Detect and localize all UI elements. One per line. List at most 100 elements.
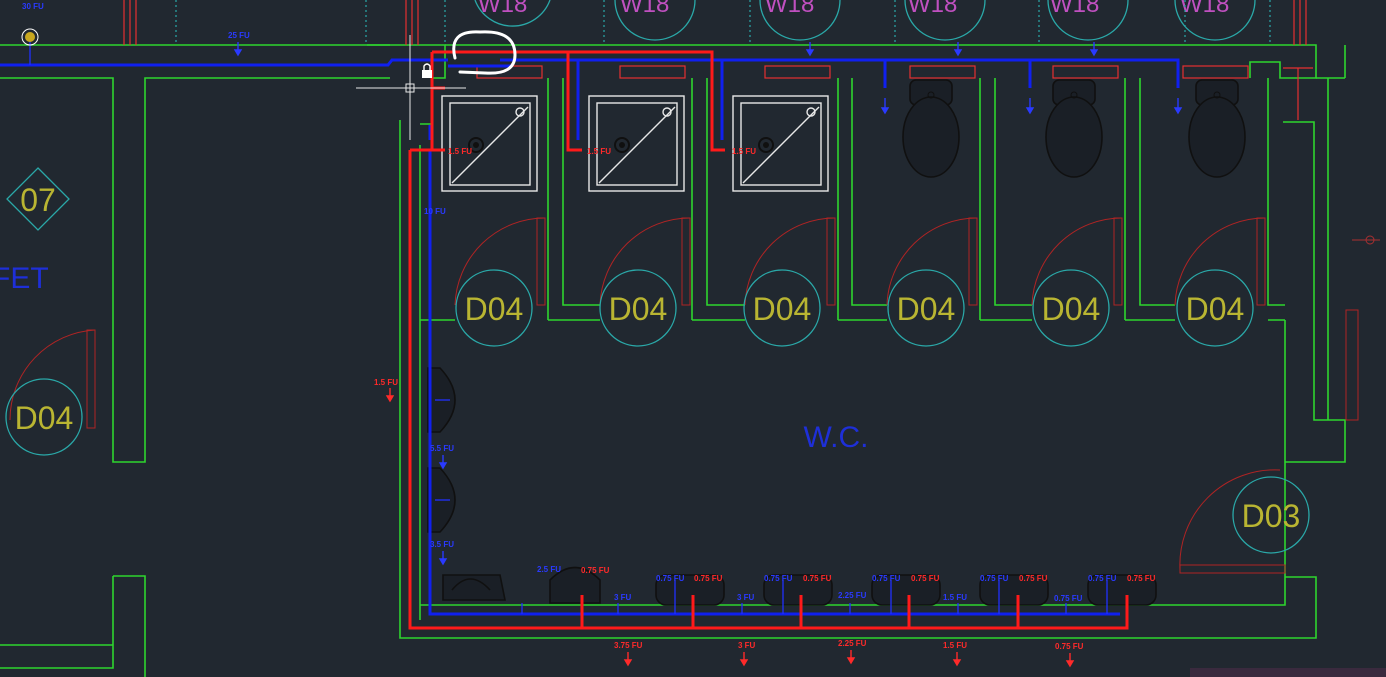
fixture-unit-label: 3 FU [738, 641, 756, 650]
fixture-unit-label: 10 FU [424, 207, 446, 216]
fixture-unit-label: 1.5 FU [732, 147, 756, 156]
hot-water-pipes [408, 50, 1313, 630]
door-tag-d04: D04 [5, 378, 83, 456]
door-tag-d04: D04 [599, 269, 677, 347]
door-tag-d04: D04 [455, 269, 533, 347]
fixture-unit-label: 3 FU [737, 593, 755, 602]
washbasins [549, 566, 1157, 606]
room-label-wc: W.C. [804, 421, 869, 454]
fixture-unit-label: 3.75 FU [614, 641, 643, 650]
window-dotted-lines [175, 0, 1271, 45]
fixture-unit-label: 0.75 FU [911, 574, 940, 583]
fixture-unit-label: 3.5 FU [430, 540, 454, 549]
toilet-1 [902, 79, 960, 178]
fixture-unit-label: 1.5 FU [943, 593, 967, 602]
fixture-units-cold: 25 FU 30 FU 10 FU 5.5 FU 3.5 FU 2.5 FU 0.75 FU… [22, 2, 1117, 603]
vent-markers [123, 0, 1307, 79]
door-tag-d03: D03 [1232, 476, 1310, 554]
fixture-unit-label: 5.5 FU [430, 444, 454, 453]
window-tag-2 [614, 0, 696, 41]
fixture-unit-label: 0.75 FU [656, 574, 685, 583]
window-tags: W18 W18 W18 W18 W18 W18 [474, 0, 1256, 41]
fixture-unit-label: 1.5 FU [448, 147, 472, 156]
grid-bubble-label: 07 [20, 182, 56, 218]
fixture-unit-label: 0.75 FU [980, 574, 1009, 583]
window-tag-6 [1174, 0, 1256, 41]
shower-1 [441, 95, 538, 192]
fixture-unit-label: 2.25 FU [838, 639, 867, 648]
markup-scribble [452, 30, 517, 75]
walls [0, 44, 1346, 677]
toilets [902, 79, 1246, 178]
grid-bubble: 07 [6, 167, 70, 231]
fixture-unit-label: 2.5 FU [537, 565, 561, 574]
door-tag-d04: D04 [1032, 269, 1110, 347]
fixture-unit-label: 3 FU [614, 593, 632, 602]
door-tag-label: D04 [1186, 291, 1245, 327]
room-label-partial: FET [0, 262, 49, 295]
lock-icon [422, 63, 432, 78]
door-tag-label: D04 [753, 291, 812, 327]
door-tag-circle [887, 269, 965, 347]
window-label: W18 [1180, 0, 1229, 18]
fixture-unit-label: 0.75 FU [803, 574, 832, 583]
crosshair-cursor [356, 35, 466, 140]
fixture-unit-label: 0.75 FU [581, 566, 610, 575]
door-tag-circle [5, 378, 83, 456]
shower-3 [732, 95, 829, 192]
toilet-3 [1188, 79, 1246, 178]
fixture-unit-label: 25 FU [228, 31, 250, 40]
right-edge-markings [1352, 235, 1380, 245]
door-tag-circle [1176, 269, 1254, 347]
flow-arrows [233, 42, 1183, 668]
window-label: W18 [1050, 0, 1099, 18]
cold-water-pipes [0, 40, 1180, 616]
fixture-unit-label: 0.75 FU [1088, 574, 1117, 583]
window-label: W18 [908, 0, 957, 18]
door-tag-d04: D04 [1176, 269, 1254, 347]
window-tag-1 [474, 0, 551, 27]
window-label: W18 [620, 0, 669, 18]
window-tag-4 [904, 0, 986, 41]
fixture-unit-label: 0.75 FU [1055, 642, 1084, 651]
fixture-units-hot: 1.5 FU 3.75 FU 3 FU 2.25 FU 1.5 FU 0.75 FU 0.7… [374, 147, 1156, 651]
urinals [427, 367, 506, 601]
riser-marker [21, 28, 39, 46]
window-label: W18 [765, 0, 814, 18]
door-tag-circle [1032, 269, 1110, 347]
fixture-unit-label: 0.75 FU [1127, 574, 1156, 583]
door-tag-circle [1232, 476, 1310, 554]
fixture-unit-label: 0.75 FU [1019, 574, 1048, 583]
door-tag-label: D04 [1042, 291, 1101, 327]
door-tag-circle [455, 269, 533, 347]
toilet-2 [1045, 79, 1103, 178]
window-tag-3 [759, 0, 841, 41]
grid-bubble-diamond [6, 167, 70, 231]
door-tag-d04: D04 [887, 269, 965, 347]
fixture-unit-label: 1.5 FU [374, 378, 398, 387]
fixture-unit-label: 1.5 FU [943, 641, 967, 650]
shower-2 [588, 95, 685, 192]
window-tag-5 [1047, 0, 1129, 41]
door-tag-d04: D04 [743, 269, 821, 347]
fixture-unit-label: 0.75 FU [1054, 594, 1083, 603]
door-tag-label: D04 [897, 291, 956, 327]
fixture-unit-label: 0.75 FU [764, 574, 793, 583]
bottom-right-panel [1190, 668, 1386, 677]
door-tag-label: D04 [15, 400, 74, 436]
fixture-unit-label: 0.75 FU [694, 574, 723, 583]
fixture-unit-label: 30 FU [22, 2, 44, 11]
fixture-unit-label: 0.75 FU [872, 574, 901, 583]
door-tag-circle [599, 269, 677, 347]
window-label: W18 [478, 0, 527, 18]
door-swings [9, 217, 1359, 574]
door-tag-label: D04 [465, 291, 524, 327]
fixture-unit-label: 2.25 FU [838, 591, 867, 600]
door-tag-circle [743, 269, 821, 347]
door-tag-label: D04 [609, 291, 668, 327]
shower-trays [441, 95, 829, 192]
door-tag-label: D03 [1242, 498, 1301, 534]
fixture-unit-label: 1.5 FU [587, 147, 611, 156]
